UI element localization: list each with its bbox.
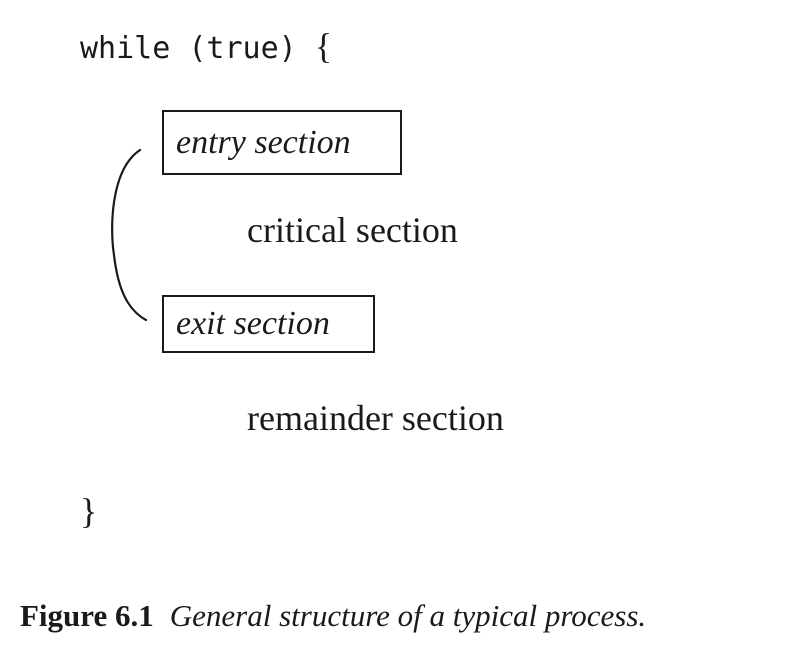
figure-number: Figure 6.1: [20, 598, 154, 633]
while-true-code: while (true): [80, 31, 315, 66]
figure-caption-text: General structure of a typical process.: [169, 598, 647, 633]
close-brace: }: [80, 491, 98, 531]
figure-caption: Figure 6.1 General structure of a typical…: [20, 596, 646, 636]
exit-section-box: exit section: [162, 295, 375, 353]
while-loop-header: while (true) {: [80, 24, 332, 71]
entry-section-box: entry section: [162, 110, 402, 175]
bracket-curve: [111, 148, 148, 322]
critical-section-label: critical section: [247, 210, 458, 250]
critical-region-bracket: [111, 148, 148, 322]
entry-section-label: entry section: [176, 123, 351, 161]
remainder-section-label: remainder section: [247, 398, 504, 438]
open-brace: {: [314, 26, 333, 66]
exit-section-label: exit section: [176, 305, 330, 342]
